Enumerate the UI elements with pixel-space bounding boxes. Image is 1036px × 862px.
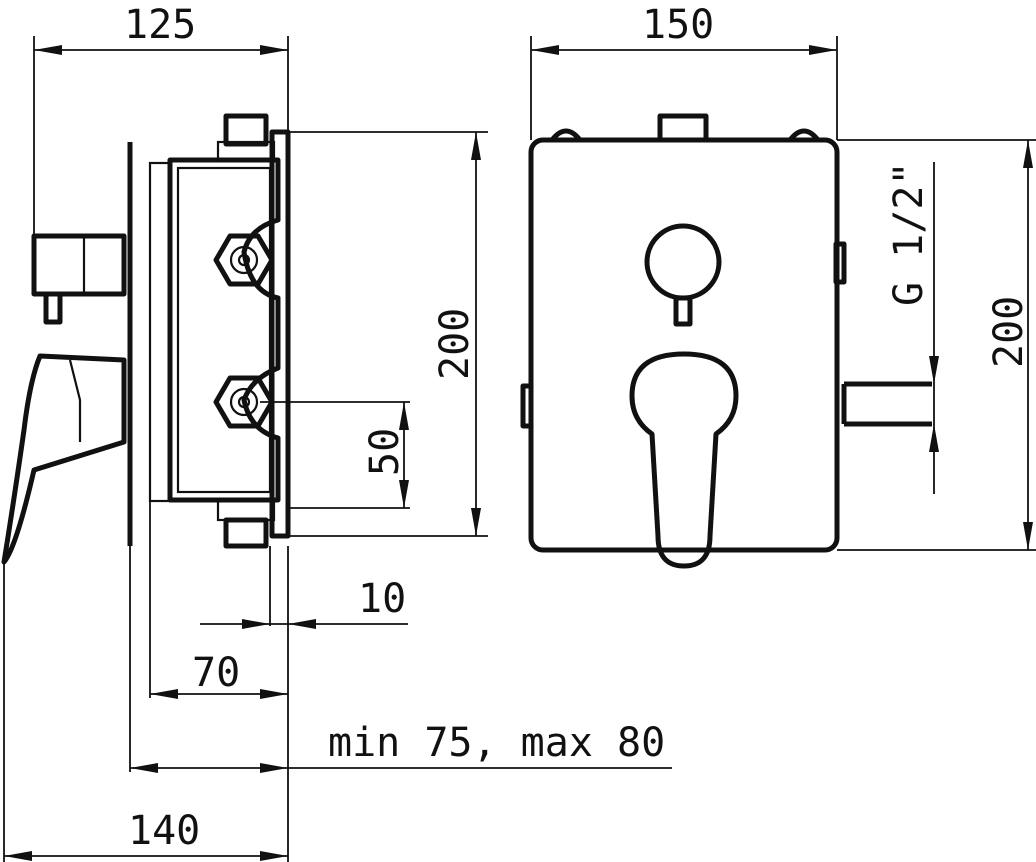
dim-70: 70 <box>192 650 240 696</box>
bottom-connector <box>223 517 269 549</box>
plate-frame <box>148 161 172 503</box>
front-side-lug-right <box>833 241 847 285</box>
front-view <box>520 113 932 569</box>
side-view <box>1 113 291 565</box>
body-outline <box>167 157 281 503</box>
front-side-lug-left <box>520 383 534 429</box>
top-connector-base <box>216 140 276 162</box>
dim-50: 50 <box>362 428 408 476</box>
rear-flange <box>269 129 291 539</box>
diverter-knob-front <box>644 223 722 301</box>
top-connector <box>223 113 269 147</box>
dim-140: 140 <box>128 808 200 854</box>
hex-nut-upper <box>213 233 275 287</box>
dim-125: 125 <box>124 2 196 48</box>
dim-200-side: 200 <box>432 308 478 380</box>
lever-handle-side <box>1 353 127 565</box>
diverter-pin <box>43 291 63 325</box>
diverter-knob-side <box>31 233 127 297</box>
dimension-lines <box>3 36 1036 862</box>
front-top-connector <box>657 113 709 143</box>
lever-handle-front <box>629 351 739 569</box>
body-inner <box>176 166 272 494</box>
dim-150: 150 <box>642 2 714 48</box>
dim-10: 10 <box>358 576 406 622</box>
dimension-labels: 125 150 200 50 G 1/2" 200 10 70 min 75, … <box>124 2 1032 854</box>
dim-g-half: G 1/2" <box>886 162 932 307</box>
front-top-lug-left <box>550 128 582 142</box>
bottom-connector-base <box>216 498 276 522</box>
diverter-pin-front <box>673 295 693 327</box>
outlet-pipe <box>841 381 932 427</box>
dim-install: min 75, max 80 <box>328 720 665 766</box>
front-top-lug-right <box>788 128 820 142</box>
front-plate <box>528 137 840 553</box>
dim-200-front: 200 <box>986 296 1032 368</box>
lever-stem <box>68 359 82 442</box>
